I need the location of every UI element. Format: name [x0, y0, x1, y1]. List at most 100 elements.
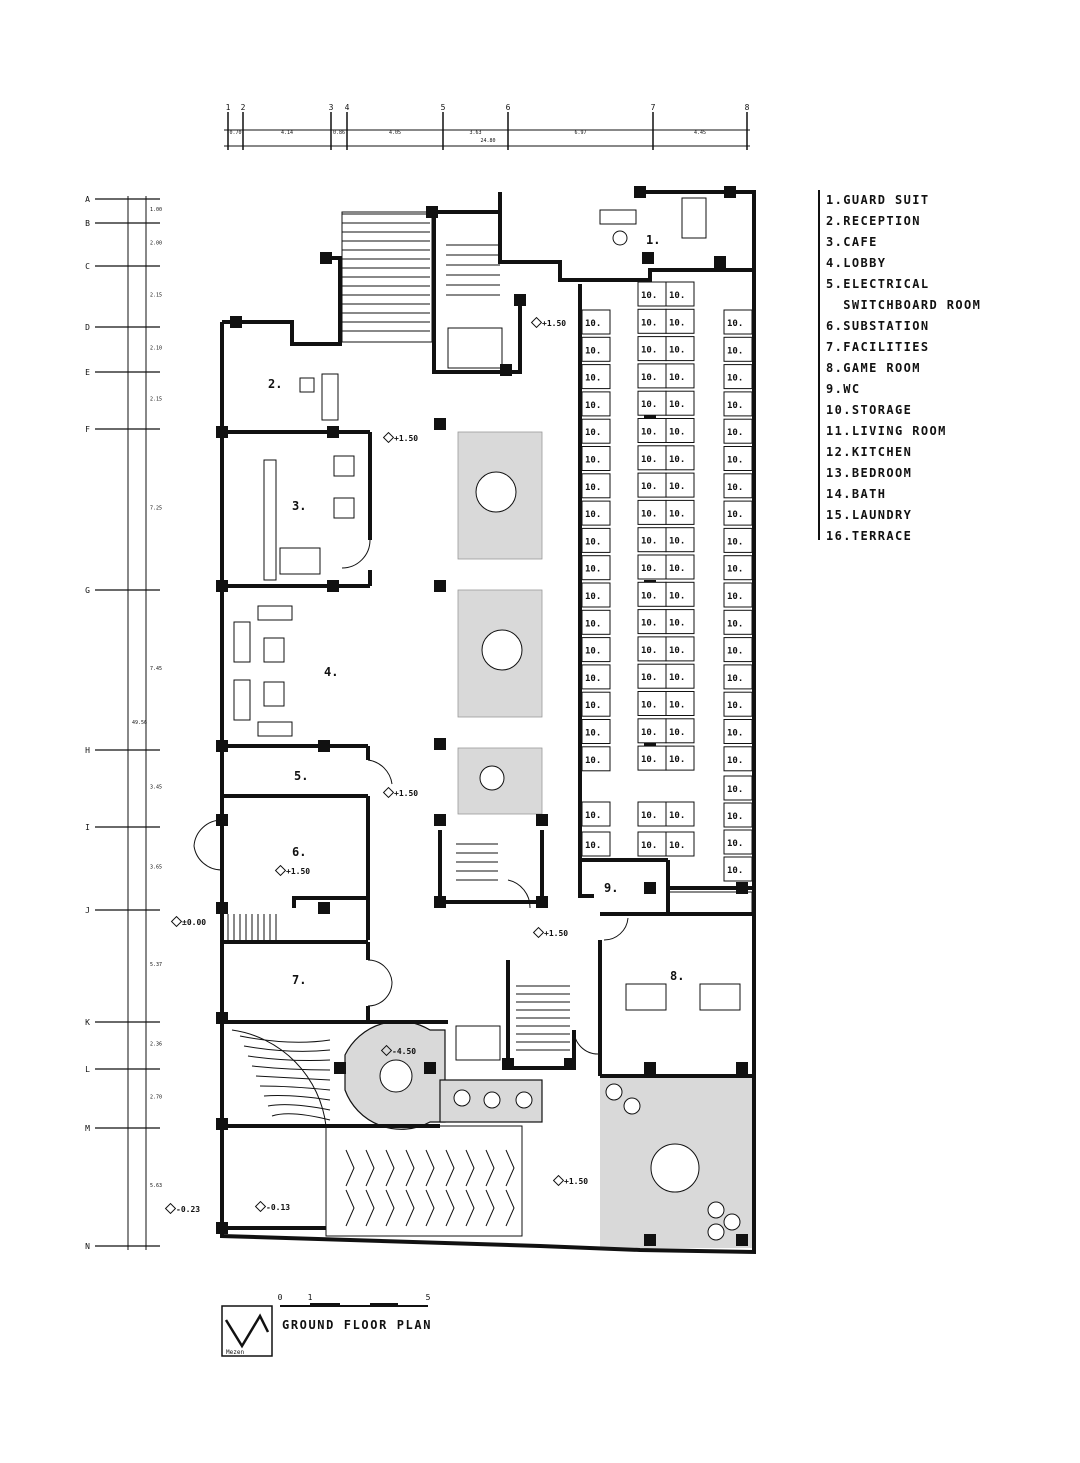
row-grid-label: B	[85, 219, 90, 228]
door-swing	[603, 917, 629, 941]
row-total-dimension: 49.56	[132, 720, 147, 726]
cafe-table	[333, 497, 355, 519]
chevron	[445, 1189, 455, 1227]
door-swing	[367, 759, 393, 785]
reception-desk	[321, 373, 339, 421]
column-dimension: 6.97	[574, 130, 586, 136]
storage-unit	[581, 746, 611, 772]
elevator	[447, 327, 503, 369]
column	[216, 902, 228, 914]
ramp-line	[259, 1085, 331, 1091]
row-dimension: 2.10	[150, 346, 162, 352]
storage-label: 10.	[727, 456, 743, 466]
storage-label: 10.	[641, 564, 657, 574]
legend-item: 7.FACILITIES	[826, 340, 930, 354]
legend-item: 13.BEDROOM	[826, 466, 913, 480]
legend-item: 6.SUBSTATION	[826, 319, 930, 333]
storage-label: 10.	[727, 756, 743, 766]
chevron	[385, 1149, 395, 1187]
storage-label: 10.	[669, 318, 685, 328]
chevron	[365, 1189, 375, 1227]
ramp-line	[247, 1055, 331, 1061]
storage-label: 10.	[641, 811, 657, 821]
column	[736, 882, 748, 894]
ramp-line	[271, 1113, 331, 1121]
storage-unit	[665, 636, 695, 662]
storage-label: 10.	[669, 400, 685, 410]
storage-label: 10.	[727, 401, 743, 411]
storage-unit	[581, 500, 611, 526]
storage-unit	[665, 745, 695, 771]
chevron	[505, 1149, 515, 1187]
storage-label: 10.	[585, 483, 601, 493]
coffee-table	[263, 637, 285, 663]
ramp-line	[251, 1065, 331, 1071]
table	[612, 230, 628, 246]
level-marker-icon	[530, 316, 543, 329]
column-grid-label: 4	[345, 103, 350, 112]
storage-unit	[723, 719, 753, 744]
chair	[299, 377, 315, 393]
column-grid-label: 7	[651, 103, 656, 112]
scale-segment	[370, 1303, 398, 1307]
column	[216, 1012, 228, 1024]
storage-unit	[723, 691, 753, 717]
storage-unit	[637, 281, 667, 307]
storage-label: 10.	[669, 755, 685, 765]
column	[644, 1234, 656, 1246]
column	[644, 882, 656, 894]
room-label: 5.	[294, 769, 308, 783]
plan-details	[193, 197, 753, 1241]
column	[327, 426, 339, 438]
chevron	[485, 1149, 495, 1187]
column	[514, 294, 526, 306]
scale-label: 1	[308, 1293, 313, 1302]
round-planter	[481, 629, 523, 671]
storage-label: 10.	[585, 374, 601, 384]
armchairs	[257, 721, 293, 737]
level-marker-icon	[164, 1202, 177, 1215]
storage-label: 10.	[641, 619, 657, 629]
row-dimension: 3.65	[150, 865, 162, 871]
row-dimension: 2.36	[150, 1042, 162, 1048]
level-marker: +1.50	[394, 434, 418, 443]
storage-unit	[723, 418, 753, 444]
storage-unit	[665, 663, 695, 689]
storage-label: 10.	[727, 319, 743, 329]
storage-label: 10.	[641, 291, 657, 301]
row-dimension: 2.15	[150, 293, 162, 299]
level-marker-icon	[382, 431, 395, 444]
storage-unit	[665, 609, 695, 635]
storage-label: 10.	[727, 839, 743, 849]
round-planter	[723, 1213, 741, 1231]
storage-label: 10.	[641, 428, 657, 438]
scale-segment	[310, 1303, 340, 1307]
storage-label: 10.	[585, 346, 601, 356]
level-marker-icon	[382, 786, 395, 799]
row-dimension: 2.70	[150, 1095, 162, 1101]
ramp-line	[243, 1045, 331, 1052]
column-dimension: 4.05	[389, 130, 401, 136]
storage-label: 10.	[669, 428, 685, 438]
level-marker: +1.50	[542, 319, 566, 328]
level-marker: -0.13	[266, 1203, 290, 1212]
storage-unit	[665, 472, 695, 498]
column	[434, 418, 446, 430]
round-planter	[475, 471, 517, 513]
ramp-edge	[231, 1029, 327, 1127]
column-total-dimension: 24.80	[480, 138, 495, 144]
storage-unit	[665, 363, 695, 389]
storage-label: 10.	[669, 564, 685, 574]
chevron	[445, 1149, 455, 1187]
column	[334, 1062, 346, 1074]
level-marker: ±0.00	[182, 918, 206, 927]
row-dimension: 5.37	[150, 962, 162, 968]
level-marker-icon	[380, 1044, 393, 1057]
storage-label: 10.	[585, 647, 601, 657]
storage-label: 10.	[727, 812, 743, 822]
column	[434, 814, 446, 826]
round-planter	[515, 1091, 533, 1109]
legend-item: 9.WC	[826, 382, 861, 396]
storage-label: 10.	[585, 319, 601, 329]
row-grid-label: A	[85, 195, 90, 204]
